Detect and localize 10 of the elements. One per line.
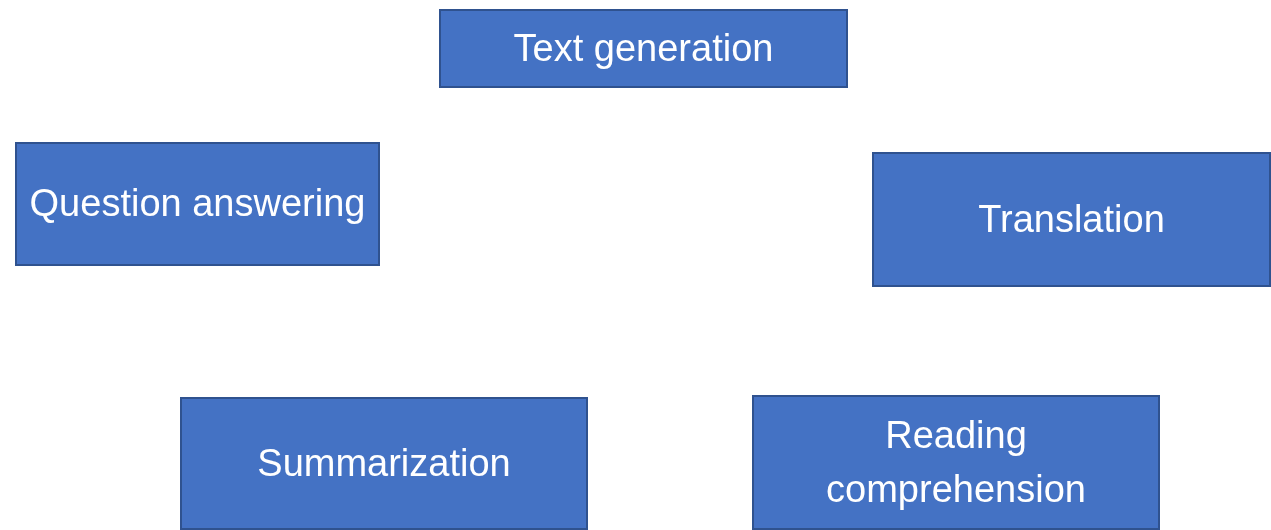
task-label: Text generation	[512, 25, 775, 71]
task-box	[872, 152, 1271, 287]
task-label: Reading comprehension	[825, 413, 1087, 512]
task-label: Translation	[977, 196, 1166, 242]
task-label: Summarization	[256, 440, 512, 486]
task-box	[180, 397, 588, 530]
task-label: Question answering	[28, 181, 367, 227]
task-box	[15, 142, 380, 266]
task-box	[752, 395, 1160, 530]
task-box	[439, 9, 848, 88]
